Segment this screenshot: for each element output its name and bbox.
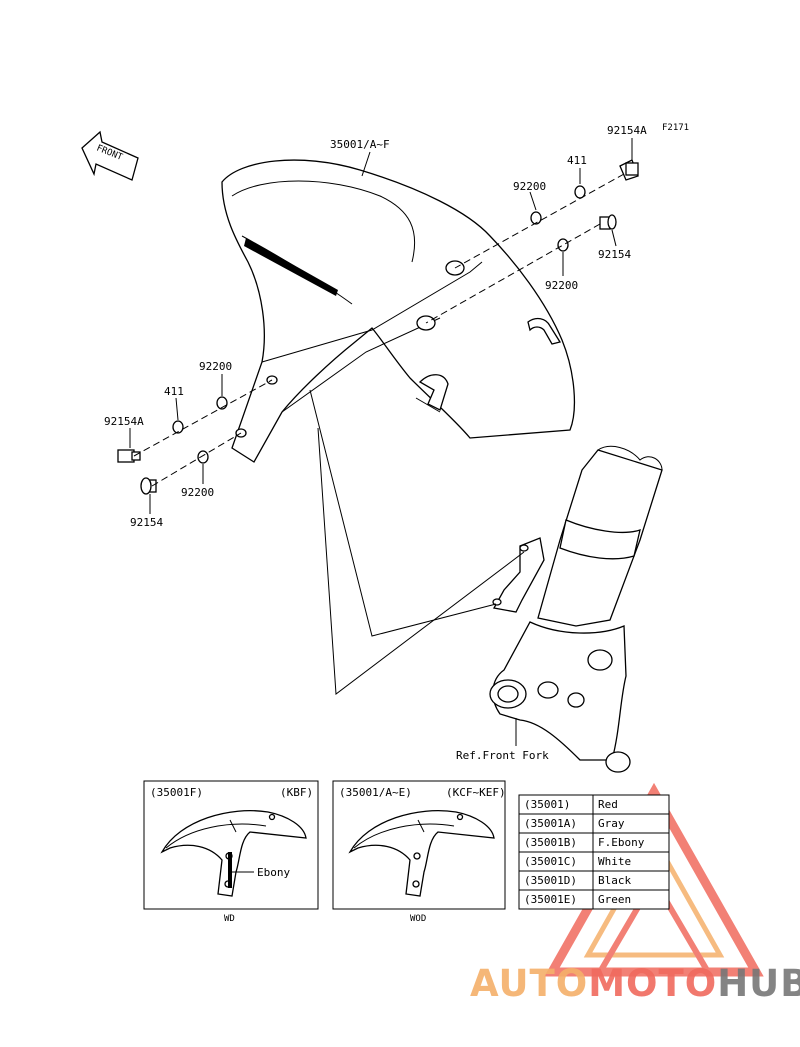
watermark-text: AUTOMOTOHUB — [470, 962, 800, 1005]
front-fender — [221, 159, 576, 463]
variant-wd-caption: WD — [224, 914, 235, 924]
watermark-part-3: HUB — [717, 962, 800, 1005]
variant-wd-box: (35001F) (KBF) Ebony WD — [143, 780, 319, 924]
color-table-part-4: (35001D) — [524, 874, 577, 887]
color-table-part-5: (35001E) — [524, 893, 577, 906]
callout-washer-92200-left-lower: 92200 — [181, 486, 214, 499]
color-table-color-2: F.Ebony — [598, 836, 645, 849]
color-table: (35001) Red (35001A) Gray (35001B) F.Ebo… — [518, 794, 670, 910]
color-table-color-4: Black — [598, 874, 631, 887]
color-table-part-0: (35001) — [524, 798, 570, 811]
figure-code: F2171 — [662, 123, 689, 133]
color-table-part-2: (35001B) — [524, 836, 577, 849]
color-table-color-3: White — [598, 855, 631, 868]
callout-bolt-left: 92154 — [130, 516, 163, 529]
callout-washer-411-left: 411 — [164, 385, 184, 398]
callout-washer-92200-right-lower: 92200 — [545, 279, 578, 292]
watermark-part-1: AUTO — [470, 962, 588, 1005]
hardware-right — [530, 159, 639, 252]
color-table-color-0: Red — [598, 798, 618, 811]
front-fork — [489, 445, 663, 773]
ref-line-lower — [317, 427, 525, 695]
callout-bolt-right: 92154 — [598, 248, 631, 261]
variant-wod-part-no: (35001/A~E) — [339, 786, 412, 799]
callout-fork-ref: Ref.Front Fork — [456, 749, 549, 762]
callout-washer-92200-right-upper: 92200 — [513, 180, 546, 193]
variant-wod-box: (35001/A~E) (KCF~KEF) WOD — [332, 780, 506, 924]
variant-wod-codes: (KCF~KEF) — [446, 786, 506, 799]
color-table-color-5: Green — [598, 893, 631, 906]
callout-bolt-a-right: 92154A — [607, 124, 647, 137]
variant-wd-codes: (KBF) — [280, 786, 313, 799]
front-arrow-icon: FRONT — [81, 130, 139, 181]
callout-fender: 35001/A~F — [330, 138, 390, 151]
color-table-part-1: (35001A) — [524, 817, 577, 830]
hardware-left — [117, 396, 228, 495]
color-table-part-3: (35001C) — [524, 855, 577, 868]
color-table-color-1: Gray — [598, 817, 625, 830]
variant-wd-part-no: (35001F) — [150, 786, 203, 799]
variant-wd-color-note: Ebony — [257, 866, 290, 879]
watermark-part-2: MOTO — [588, 962, 717, 1005]
callout-bolt-a-left: 92154A — [104, 415, 144, 428]
callout-washer-92200-left-upper: 92200 — [199, 360, 232, 373]
ref-line-upper — [309, 389, 497, 637]
callout-washer-411-right: 411 — [567, 154, 587, 167]
variant-wod-caption: WOD — [410, 914, 426, 924]
